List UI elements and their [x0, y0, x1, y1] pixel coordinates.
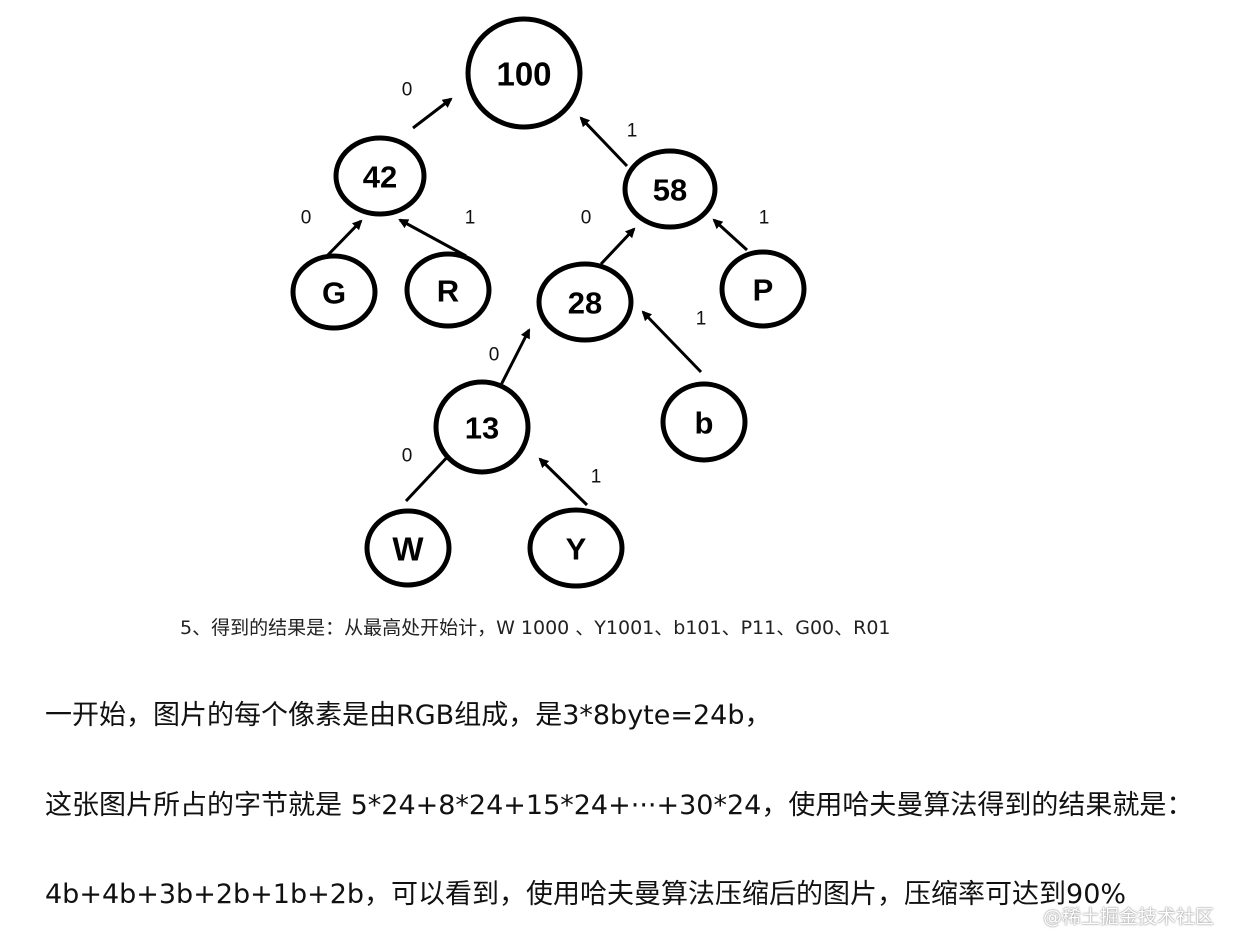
tree-node-13: 13 — [433, 379, 531, 475]
edge-42-to-100 — [412, 97, 453, 130]
edge-label-42-100: 0 — [402, 80, 413, 101]
diagram-caption: 5、得到的结果是：从最高处开始计，W 1000 、Y1001、b101、P11、… — [180, 617, 891, 639]
edge-28-to-58 — [599, 227, 636, 266]
node-label-100: 100 — [496, 56, 551, 93]
node-label-b: b — [695, 406, 714, 441]
edge-r-to-42 — [398, 218, 467, 258]
tree-node-y: Y — [527, 507, 625, 589]
edge-label-g-42: 0 — [301, 208, 312, 229]
edge-label-y-13: 1 — [591, 467, 602, 488]
node-label-g: G — [322, 276, 346, 311]
edge-p-to-58 — [712, 218, 749, 252]
tree-node-w: W — [364, 508, 452, 588]
huffman-tree-diagram: 0 1 0 1 0 1 0 1 0 1 100 42 58 G R — [290, 16, 807, 589]
node-label-y: Y — [566, 532, 587, 567]
tree-node-100: 100 — [465, 16, 583, 130]
edge-w-to-13 — [404, 450, 454, 503]
edge-label-w-13: 0 — [402, 446, 413, 467]
tree-node-p: P — [719, 249, 807, 329]
edge-g-to-42 — [323, 219, 363, 260]
edge-label-28-58: 0 — [581, 208, 592, 229]
watermark: @稀土掘金技术社区 — [1042, 906, 1214, 928]
paragraph-2: 这张图片所占的字节就是 5*24+8*24+15*24+···+30*24，使用… — [45, 790, 1194, 821]
node-label-42: 42 — [363, 160, 397, 195]
edge-label-p-58: 1 — [759, 208, 770, 229]
edge-y-to-13 — [538, 457, 589, 507]
edge-label-b-28: 1 — [696, 309, 707, 330]
tree-edges — [323, 97, 749, 507]
node-label-13: 13 — [465, 411, 499, 446]
node-label-p: P — [753, 273, 774, 308]
tree-node-42: 42 — [333, 135, 427, 217]
paragraph-3: 4b+4b+3b+2b+1b+2b，可以看到，使用哈夫曼算法压缩后的图片，压缩率… — [45, 879, 1127, 910]
tree-node-58: 58 — [622, 148, 718, 230]
edge-13-to-28 — [499, 328, 531, 386]
tree-node-r: R — [404, 251, 492, 329]
edge-58-to-100 — [579, 116, 629, 168]
edge-label-13-28: 0 — [489, 345, 500, 366]
edge-labels: 0 1 0 1 0 1 0 1 0 1 — [301, 80, 770, 488]
tree-nodes: 100 42 58 G R 28 P 13 — [290, 16, 807, 589]
tree-node-28: 28 — [536, 261, 634, 343]
edge-label-r-42: 1 — [465, 208, 476, 229]
tree-node-g: G — [290, 253, 378, 331]
node-label-28: 28 — [568, 286, 602, 321]
paragraph-1: 一开始，图片的每个像素是由RGB组成，是3*8byte=24b， — [45, 700, 772, 731]
node-label-w: W — [392, 531, 424, 568]
tree-node-b: b — [660, 381, 748, 463]
node-label-r: R — [437, 274, 459, 309]
edge-b-to-28 — [641, 310, 703, 374]
edge-label-58-100: 1 — [627, 121, 638, 142]
node-label-58: 58 — [653, 173, 687, 208]
